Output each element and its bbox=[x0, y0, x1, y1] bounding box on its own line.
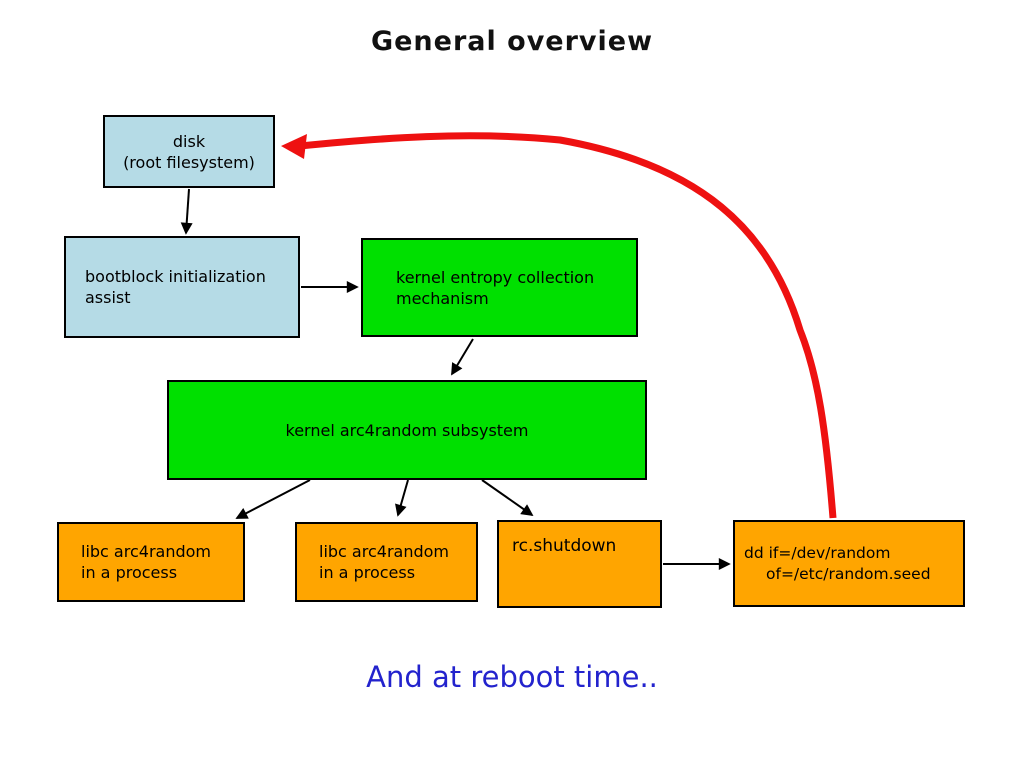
node-bootblock-label-line2: assist bbox=[85, 288, 131, 307]
red-arrowhead-icon bbox=[281, 134, 307, 159]
node-rc-shutdown: rc.shutdown bbox=[497, 520, 662, 608]
arrow-arc4-to-libc2 bbox=[395, 479, 409, 517]
node-libc-arc4random-2: libc arc4random in a process bbox=[295, 522, 478, 602]
node-entropy-label-line2: mechanism bbox=[396, 288, 489, 308]
node-libc1-label-line1: libc arc4random bbox=[81, 542, 211, 561]
node-arc4-label: kernel arc4random subsystem bbox=[285, 420, 529, 440]
page-title: General overview bbox=[370, 26, 654, 57]
node-bootblock-init: bootblock initialization assist bbox=[64, 236, 300, 338]
node-libc1-label-line2: in a process bbox=[81, 563, 178, 582]
arrow-arc4-to-libc1 bbox=[235, 479, 311, 519]
node-bootblock-label-line1: bootblock initialization bbox=[85, 267, 266, 286]
node-disk-label-line2: (root filesystem) bbox=[123, 152, 255, 172]
node-kernel-entropy-collection: kernel entropy collection mechanism bbox=[361, 238, 638, 337]
node-disk-label-line1: disk bbox=[172, 131, 206, 151]
arrow-arc4-to-rcshutdown bbox=[481, 479, 534, 517]
node-libc2-label-line1: libc arc4random bbox=[319, 542, 449, 561]
node-dd-label-line2: of=/etc/random.seed bbox=[766, 564, 931, 583]
node-dd-label-line1: dd if=/dev/random bbox=[744, 543, 891, 562]
red-reboot-feedback-arrow bbox=[299, 132, 837, 519]
node-disk: disk (root filesystem) bbox=[103, 115, 275, 188]
footer-caption: And at reboot time.. bbox=[366, 660, 658, 694]
arrow-entropy-to-arc4 bbox=[451, 338, 474, 376]
node-rcshutdown-label: rc.shutdown bbox=[512, 536, 617, 556]
node-libc-arc4random-1: libc arc4random in a process bbox=[57, 522, 245, 602]
node-dd-random-seed: dd if=/dev/random of=/etc/random.seed bbox=[733, 520, 965, 607]
node-libc2-label-line2: in a process bbox=[319, 563, 416, 582]
node-kernel-arc4random-subsystem: kernel arc4random subsystem bbox=[167, 380, 647, 480]
node-entropy-label-line1: kernel entropy collection bbox=[396, 267, 595, 287]
arrow-disk-to-bootblock bbox=[180, 188, 193, 235]
